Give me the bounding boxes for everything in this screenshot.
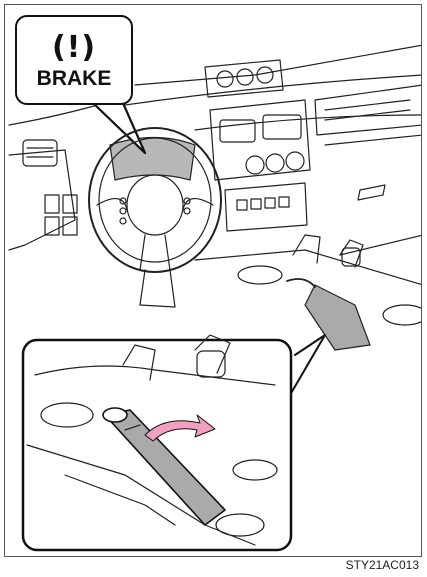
figure-code: STY21AC013 [346,558,419,572]
steering-column [140,270,175,307]
figure-frame: (!) BRAKE [4,4,422,557]
dash-top-line [135,45,422,85]
instrument-cluster [110,138,195,181]
zoom-pointer [290,335,325,395]
brake-warning-icon: (!) [17,31,131,65]
dash-gauge-pod [205,60,283,97]
brake-warning-label: BRAKE [17,67,131,91]
dash-upper-panel [125,75,422,130]
right-dash [315,85,422,255]
brake-warning-callout: (!) BRAKE [15,15,133,105]
center-console [195,235,422,350]
